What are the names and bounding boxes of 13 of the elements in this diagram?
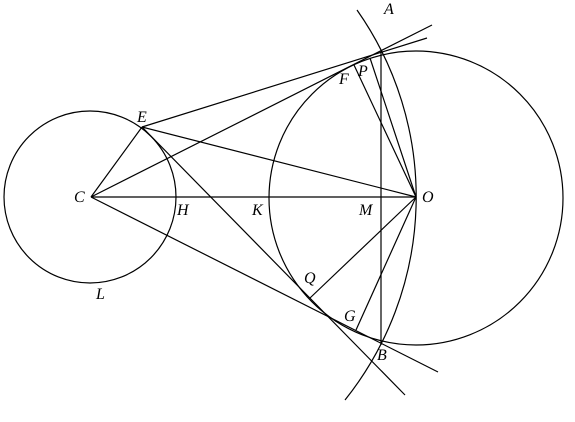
point-label: H — [177, 203, 189, 219]
point-label: A — [384, 2, 394, 18]
point-label: L — [96, 287, 105, 303]
point-label: G — [344, 309, 356, 325]
point-label: F — [339, 72, 349, 88]
point-label: C — [74, 190, 85, 206]
point-label: K — [252, 203, 263, 219]
point-label: O — [422, 190, 434, 206]
point-label: Q — [304, 271, 316, 287]
point-label: P — [358, 64, 368, 80]
point-label: B — [377, 348, 387, 364]
point-label: E — [137, 110, 147, 126]
point-label: M — [359, 203, 372, 219]
